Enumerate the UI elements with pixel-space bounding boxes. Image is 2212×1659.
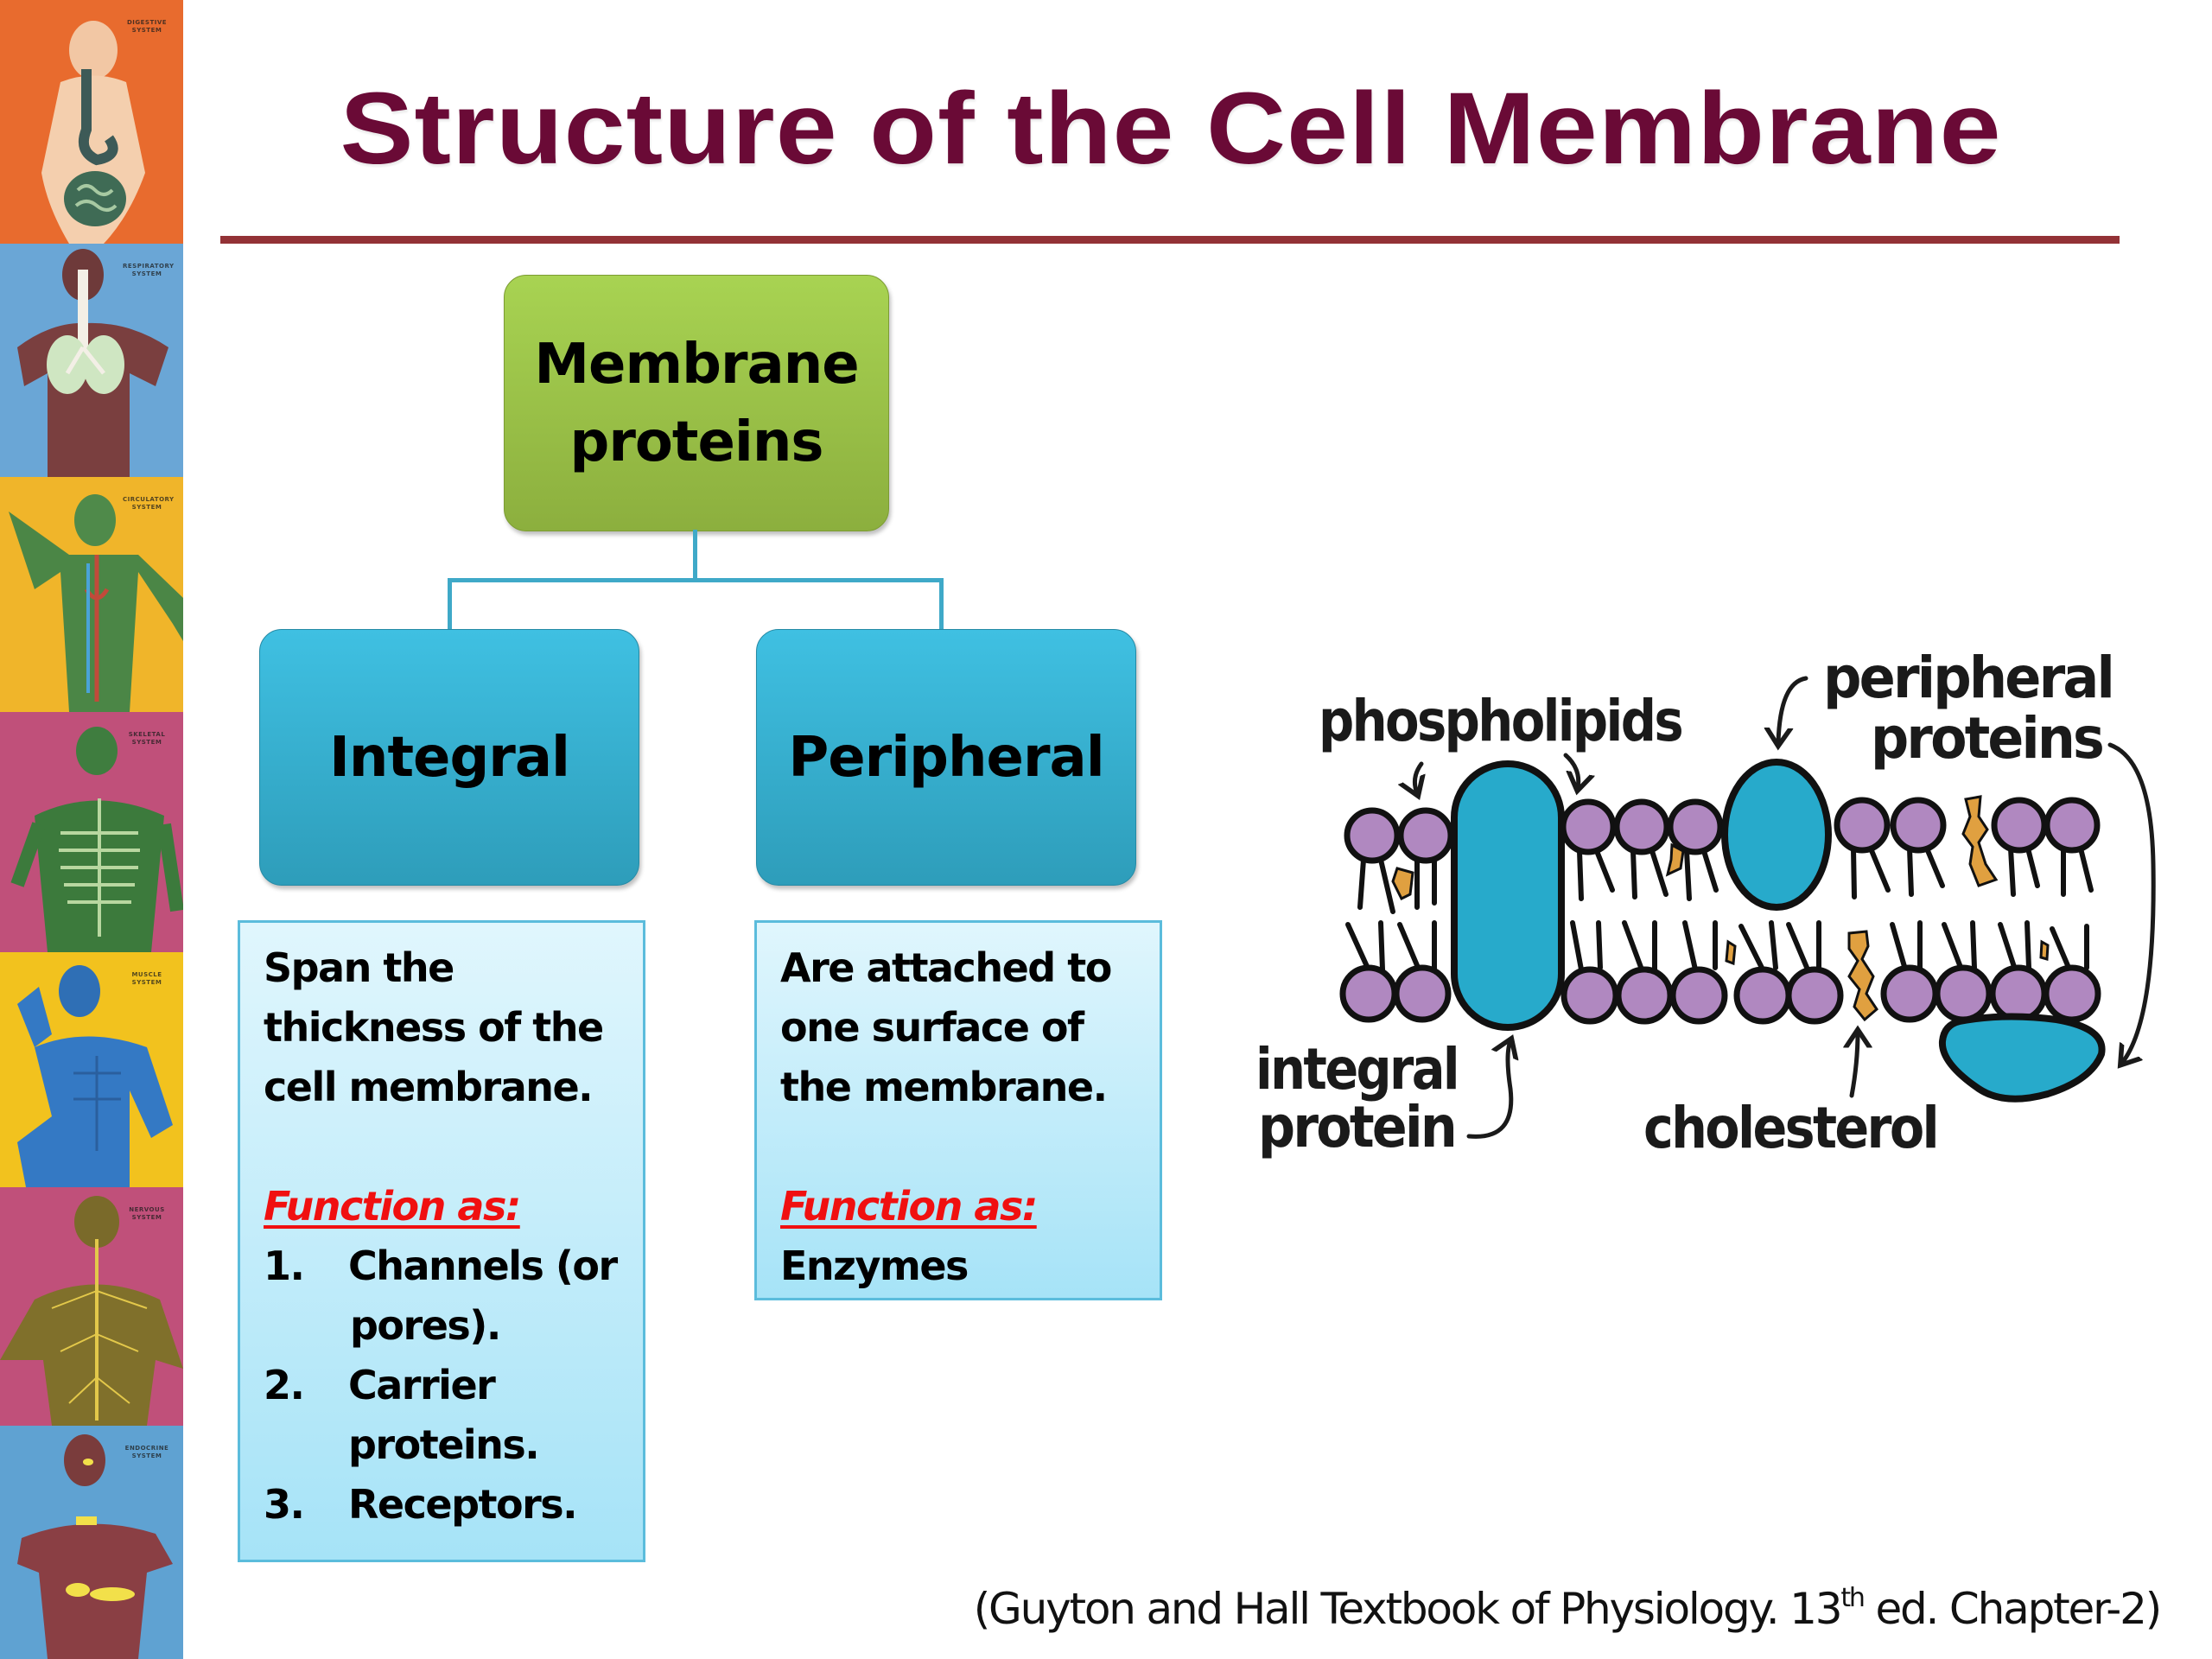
list-text: Channels (or xyxy=(348,1243,618,1289)
label-cholesterol: cholesterol xyxy=(1643,1095,1937,1161)
description-line: one surface of xyxy=(780,1004,1084,1051)
cholesterol-molecule-top xyxy=(1961,795,1999,887)
integral-protein-shape xyxy=(1451,760,1565,1031)
respiratory-figure-icon xyxy=(17,249,168,477)
description-line: cell membrane. xyxy=(264,1064,594,1110)
panel-digestive-system: DIGESTIVE SYSTEM xyxy=(0,0,183,244)
citation: (Guyton and Hall Textbook of Physiology.… xyxy=(825,1583,2162,1635)
panel-circulatory-system: CIRCULATORY SYSTEM xyxy=(0,477,183,712)
muscle-figure-icon xyxy=(17,965,173,1187)
connector-horizontal xyxy=(448,578,944,582)
citation-text: (Guyton and Hall Textbook of Physiology.… xyxy=(973,1584,1843,1634)
circulatory-figure-icon xyxy=(9,494,183,712)
list-number: 3. xyxy=(264,1481,305,1528)
panel-caption: NERVOUS SYSTEM xyxy=(129,1206,165,1221)
node-integral-label: Integral xyxy=(329,725,570,790)
function-list-item: 1. Channels (or xyxy=(264,1236,643,1296)
panel-skeletal-system: SKELETAL SYSTEM xyxy=(0,712,183,952)
lipid-tails-top xyxy=(1357,846,2094,914)
list-text-continued: pores). xyxy=(350,1302,501,1349)
arrow-peripheral-bottom xyxy=(2107,742,2156,1063)
function-list-item: 2. Carrier xyxy=(264,1356,643,1415)
citation-text-end: ed. Chapter-2) xyxy=(1863,1584,2162,1634)
node-membrane-proteins: Membrane proteins xyxy=(504,275,889,531)
arrow-peripheral-top xyxy=(1778,676,1808,743)
panel-muscle-system: MUSCLE SYSTEM xyxy=(0,952,183,1187)
arrow-cholesterol xyxy=(1852,1033,1858,1098)
panel-caption: CIRCULATORY SYSTEM xyxy=(123,496,175,511)
function-list-item: 3. Receptors. xyxy=(264,1475,643,1535)
label-protein: protein xyxy=(1258,1094,1455,1160)
peripheral-protein-bottom-shape xyxy=(1938,1013,2106,1103)
nervous-figure-icon xyxy=(0,1196,183,1426)
peripheral-protein-top-shape xyxy=(1721,759,1832,911)
node-root-line2: proteins xyxy=(569,410,824,474)
arrow-phospholipid-left xyxy=(1414,761,1421,793)
connector-root-stem xyxy=(693,530,697,582)
label-phospholipids: phospholipids xyxy=(1319,688,1682,754)
function-as-label: Function as: xyxy=(264,1183,521,1230)
label-peripheral: peripheral xyxy=(1823,645,2113,711)
arrow-phospholipid-right xyxy=(1563,753,1579,788)
skeletal-figure-icon xyxy=(10,727,183,952)
panel-respiratory-system: RESPIRATORY SYSTEM xyxy=(0,244,183,477)
panel-caption: MUSCLE SYSTEM xyxy=(131,971,162,986)
panel-caption: RESPIRATORY SYSTEM xyxy=(123,263,175,277)
node-root-line1: Membrane xyxy=(534,332,859,397)
arrow-integral xyxy=(1466,1041,1511,1139)
cell-membrane-illustration: phospholipids peripheral proteins integr… xyxy=(1255,645,2156,1161)
body-systems-strip: DIGESTIVE SYSTEM RESPIRATORY SYSTEM CIRC… xyxy=(0,0,183,1659)
panel-nervous-system: NERVOUS SYSTEM xyxy=(0,1187,183,1426)
phospholipid-heads xyxy=(1339,797,2101,1025)
endocrine-figure-icon xyxy=(17,1434,173,1659)
panel-caption: SKELETAL SYSTEM xyxy=(128,731,166,746)
description-line: thickness of the xyxy=(264,1004,604,1051)
citation-superscript: th xyxy=(1840,1583,1866,1613)
node-integral: Integral xyxy=(259,629,639,886)
title-divider xyxy=(220,236,2120,244)
slide-title: Structure of the Cell Membrane xyxy=(340,72,2002,186)
integral-description-box: Span the thickness of the cell membrane.… xyxy=(238,920,645,1562)
node-peripheral-label: Peripheral xyxy=(788,725,1104,790)
description-line: Are attached to xyxy=(780,944,1112,991)
connector-integral-drop xyxy=(448,578,452,630)
function-text: Enzymes xyxy=(780,1243,969,1289)
description-line: Span the xyxy=(264,944,454,991)
label-integral: integral xyxy=(1255,1036,1458,1103)
cholesterol-molecule-bottom xyxy=(1847,930,1878,1022)
peripheral-description-box: Are attached to one surface of the membr… xyxy=(754,920,1162,1300)
spacer xyxy=(780,1117,1160,1177)
panel-caption: ENDOCRINE SYSTEM xyxy=(124,1445,169,1459)
connector-peripheral-drop xyxy=(939,578,944,630)
description-line: the membrane. xyxy=(780,1064,1108,1110)
spacer xyxy=(264,1117,643,1177)
panel-caption: DIGESTIVE SYSTEM xyxy=(126,19,168,34)
panel-endocrine-system: ENDOCRINE SYSTEM xyxy=(0,1426,183,1659)
node-peripheral: Peripheral xyxy=(756,629,1136,886)
list-text: Receptors. xyxy=(348,1481,578,1528)
list-text: Carrier xyxy=(348,1362,496,1408)
function-as-label: Function as: xyxy=(780,1183,1038,1230)
lipid-tails-bottom xyxy=(1345,920,2089,975)
label-proteins: proteins xyxy=(1871,705,2103,772)
list-number: 2. xyxy=(264,1362,305,1408)
label-arrows xyxy=(1414,676,2156,1139)
list-text-continued: proteins. xyxy=(348,1421,540,1468)
list-number: 1. xyxy=(264,1243,305,1289)
digestive-figure-icon xyxy=(41,21,145,244)
